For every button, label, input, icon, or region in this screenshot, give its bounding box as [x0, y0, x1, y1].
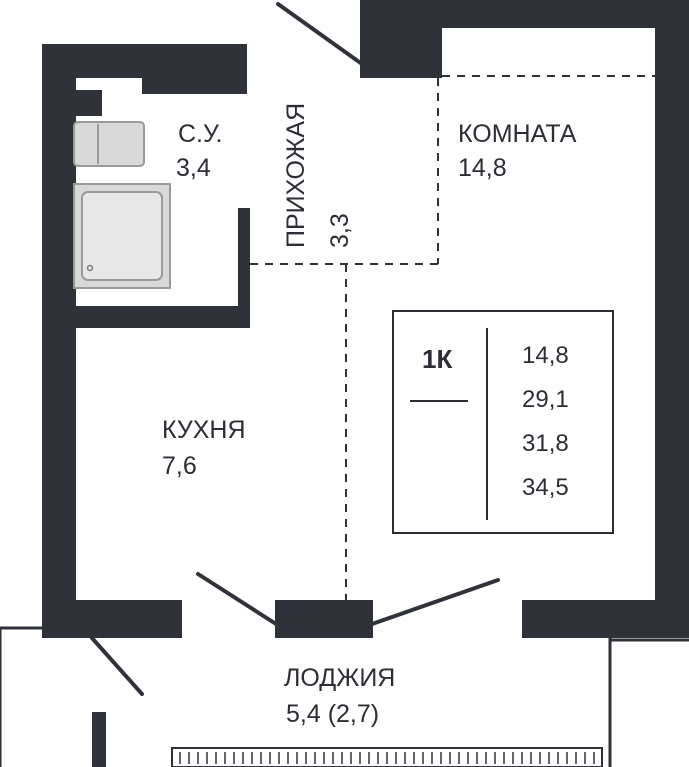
wall-top-right-entry	[360, 0, 442, 78]
room-label: КОМНАТА	[458, 120, 577, 148]
doors	[90, 2, 500, 696]
summary-value: 34,5	[522, 474, 569, 501]
kitchen-door-left-icon	[196, 572, 278, 626]
wall-top-right	[430, 0, 689, 28]
loggia-label: ЛОДЖИЯ	[284, 664, 396, 692]
entrance-door-icon	[276, 2, 364, 66]
shower-icon	[73, 183, 171, 289]
toilet-icon	[73, 121, 145, 167]
loggia-outline	[0, 626, 689, 767]
apartment-summary-box: 1К 14,8 29,1 31,8 34,5	[392, 310, 614, 534]
wall-loggia-stub	[92, 712, 106, 767]
loggia-area: 5,4 (2,7)	[286, 700, 380, 728]
wall-bathroom-right-lower	[238, 208, 250, 328]
wall-bottom-left	[42, 600, 182, 638]
wall-bottom-right	[522, 600, 689, 638]
wall-bathroom-bottom	[76, 306, 250, 328]
kitchen-door-right-icon	[370, 578, 500, 626]
wall-right	[655, 0, 689, 638]
summary-value: 31,8	[522, 430, 569, 457]
wall-bathroom-block	[142, 78, 247, 94]
apartment-type: 1К	[422, 344, 453, 374]
wall-bathroom-niche	[76, 90, 102, 116]
loggia-door-icon	[90, 636, 144, 696]
bathroom-fixtures	[73, 121, 171, 289]
wall-top-left	[42, 44, 247, 78]
summary-value: 14,8	[522, 342, 569, 369]
wall-bottom-center	[275, 600, 373, 638]
kitchen-label: КУХНЯ	[162, 416, 246, 444]
summary-dash	[410, 400, 468, 402]
zone-dividers	[250, 75, 655, 600]
bathroom-label: С.У.	[178, 120, 223, 148]
summary-value: 29,1	[522, 386, 569, 413]
hallway-label: ПРИХОЖАЯ	[282, 102, 310, 248]
hallway-area: 3,3	[326, 213, 354, 248]
bathroom-area: 3,4	[176, 154, 211, 182]
kitchen-area: 7,6	[162, 452, 197, 480]
loggia-window	[171, 747, 603, 767]
wall-left	[42, 44, 76, 638]
room-area: 14,8	[458, 154, 507, 182]
summary-separator	[486, 328, 488, 520]
walls	[42, 0, 689, 767]
